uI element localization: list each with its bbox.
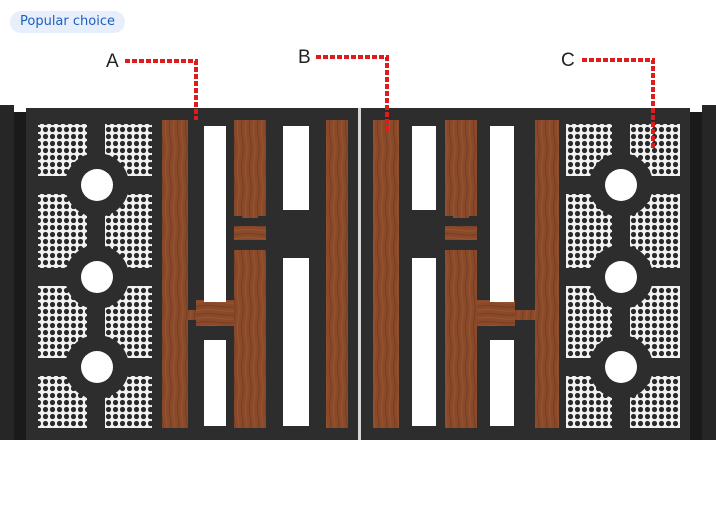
circle-cutout: [605, 261, 637, 293]
right-post: [690, 105, 716, 440]
gate-center-seam: [358, 108, 361, 440]
circle-cutout: [605, 351, 637, 383]
callout-label-a: A: [106, 51, 119, 72]
left-post: [0, 105, 26, 440]
callout-line-c: [582, 58, 655, 150]
popular-choice-badge: Popular choice: [10, 11, 125, 33]
callout-line-a: [125, 59, 198, 120]
circle-cutout: [605, 169, 637, 201]
left-gate-leaf: [26, 108, 359, 440]
callout-label-b: B: [298, 47, 311, 68]
callout-label-c: C: [561, 50, 575, 71]
circle-cutout: [81, 169, 113, 201]
callout-line-b: [316, 55, 389, 134]
circle-cutout: [81, 351, 113, 383]
right-gate-leaf: [361, 108, 690, 440]
circle-cutout: [81, 261, 113, 293]
